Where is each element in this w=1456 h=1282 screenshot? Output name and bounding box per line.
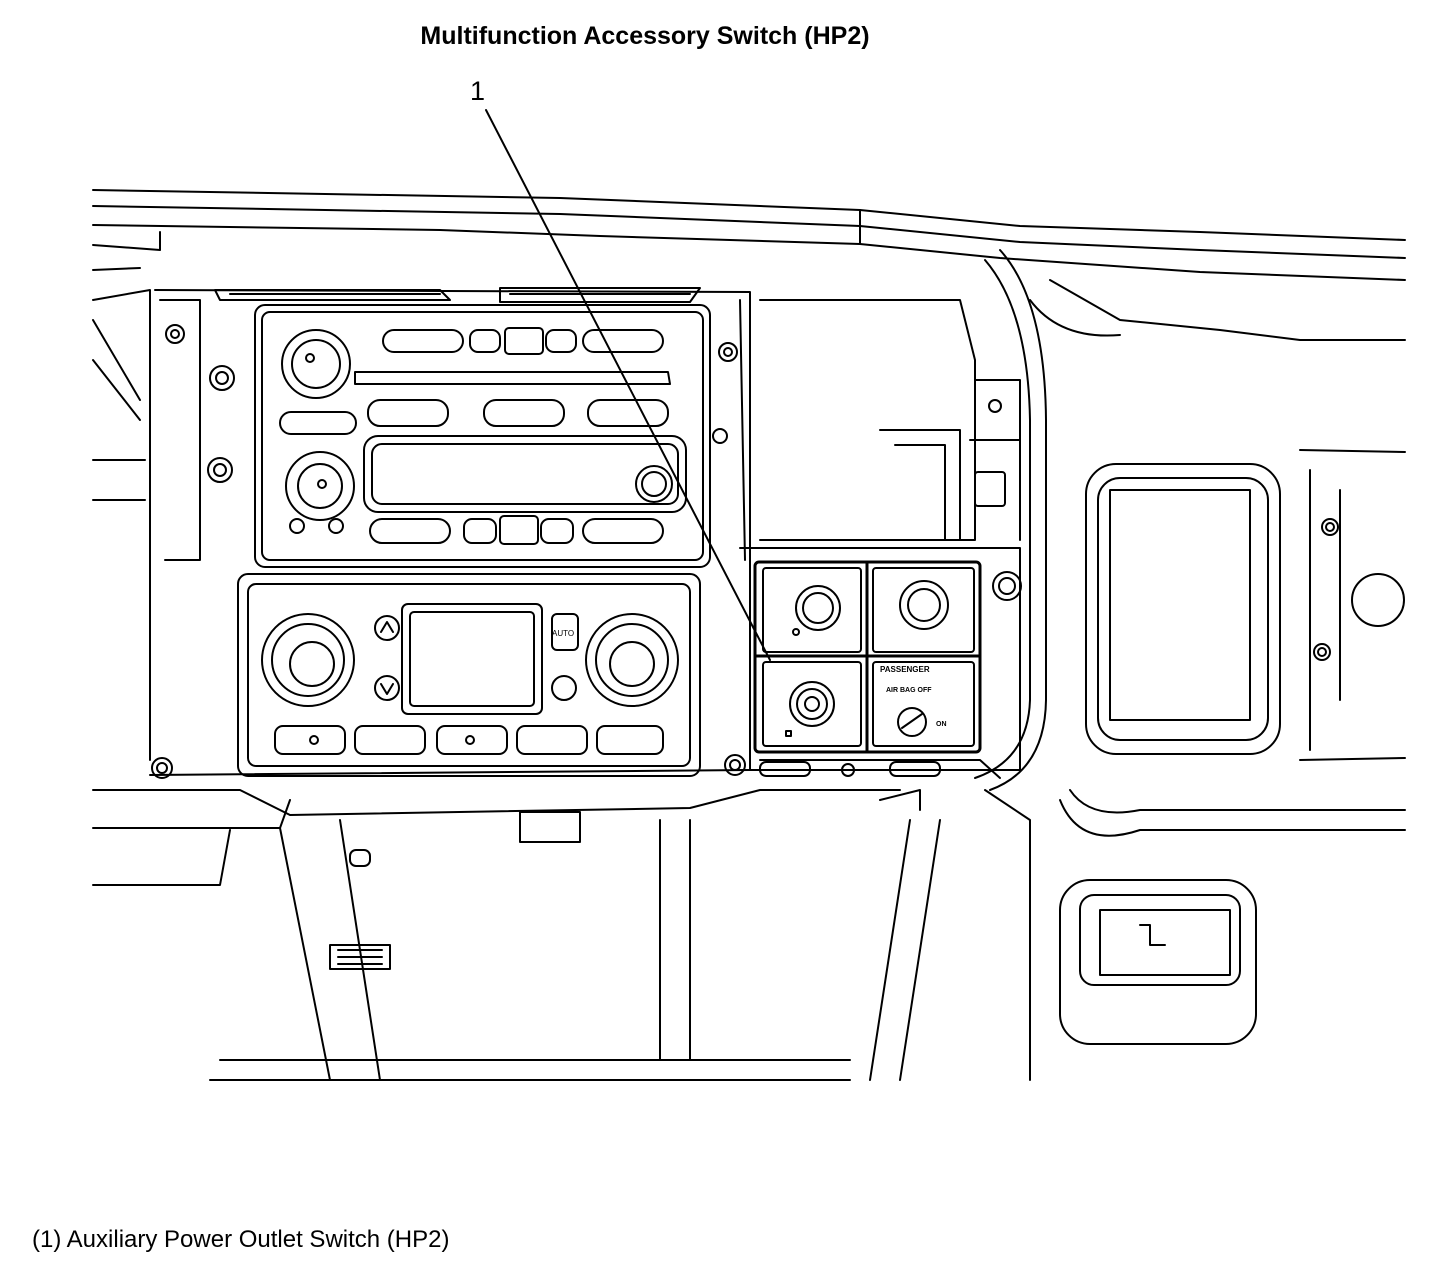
hvac-control-panel [238,574,700,776]
callout-number-1: 1 [470,76,486,106]
right-dash-opening [975,250,1405,790]
glovebox-bracket [740,300,1020,778]
center-bezel-frame [93,290,750,775]
radio-right-knob [636,466,672,502]
passenger-airbag-indicator [898,708,926,736]
legend-item-1: (1) Auxiliary Power Outlet Switch (HP2) [32,1226,450,1253]
diagram-title: Multifunction Accessory Switch (HP2) [420,22,870,50]
volume-knob [282,330,350,398]
dashboard-top-edge [93,190,1405,340]
auxiliary-power-outlet-switch [790,682,834,726]
passenger-label: PASSENGER [880,665,930,674]
hvac-auto-label: AUTO [552,629,574,638]
hvac-display [402,604,542,714]
multifunction-accessory-switch [755,562,980,752]
radio-unit [215,288,710,567]
accessory-blank-button [900,581,948,629]
on-label: ON [936,721,947,728]
tune-knob [286,452,354,520]
fog-lamp-button [796,586,840,630]
airbag-off-label: AIR BAG OFF [886,687,932,694]
lower-dash-panel [93,790,1405,1080]
radio-display [364,436,686,512]
